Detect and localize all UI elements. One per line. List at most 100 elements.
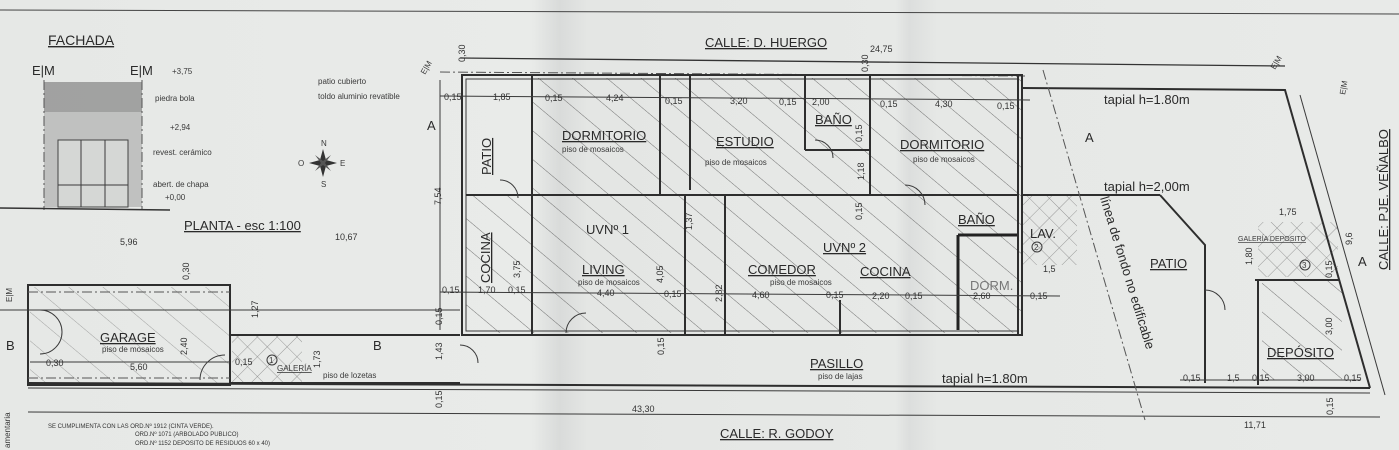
room-cocina-1: COCINA: [478, 232, 493, 283]
section-a-left: A: [427, 118, 436, 133]
em-marker: E|M: [1269, 54, 1284, 71]
dimension-label: 0,15: [854, 202, 864, 220]
room-pasillo: PASILLO: [810, 356, 863, 371]
dimension-label: 2,82: [714, 284, 724, 302]
em-marker-left: E|M: [32, 63, 55, 78]
dimension-label: 0,15: [905, 291, 923, 301]
label: 2: [1034, 243, 1039, 252]
dimension-label: 0,15: [444, 92, 462, 102]
dimension-label: 1,73: [312, 350, 322, 368]
dimension-label: 0,15: [880, 99, 898, 109]
room-dormitorio-2: DORMITORIO: [900, 137, 984, 152]
label: piso de lajas: [818, 372, 862, 381]
label: E: [340, 159, 345, 168]
street-east: CALLE: PJE. VEÑALBO: [1376, 129, 1391, 270]
room-dorm: DORM.: [970, 278, 1013, 293]
dimension-label: 0,15: [779, 97, 797, 107]
dimension-label: 11,71: [1244, 420, 1266, 430]
dimension-label: 0,15: [826, 290, 844, 300]
dimension-label: 3,00: [1297, 373, 1315, 383]
material-ceramic: revest. cerámico: [153, 148, 212, 157]
walls: [439, 71, 1226, 383]
dimension-label: 9,6: [1344, 232, 1354, 245]
patio-cubierto-note: patio cubierto: [318, 77, 367, 86]
compass-rose-icon: N S E O: [298, 139, 345, 189]
facade-window: [57, 139, 129, 208]
fachada-elevation: FACHADA E|M E|M +3,75 piedra bola +2,94 …: [0, 32, 212, 211]
room-galeria-deposito: GALERÍA DEPOSITO: [1238, 234, 1307, 243]
tapial-north: tapial h=1.80m: [1104, 92, 1190, 107]
ordinance-note-3: ORD.Nº 1152 DEPOSITO DE RESIDUOS 60 x 40…: [135, 440, 270, 447]
dimension-label: 1,37: [684, 212, 694, 230]
dimension-label: 0,30: [181, 262, 191, 280]
room-comedor: COMEDOR: [748, 262, 816, 277]
dimension-label: 4,30: [935, 99, 953, 109]
room-patio-left: PATIO: [479, 138, 494, 175]
material-opening: abert. de chapa: [153, 180, 209, 189]
ordinance-note-1: SE CUMPLIMENTA CON LAS ORD.Nº 1912 (CINT…: [48, 423, 214, 430]
tapial-inner: tapial h=2,00m: [1104, 179, 1190, 194]
label: 3: [1302, 261, 1307, 270]
hatch-covered-area: [532, 78, 1022, 333]
fachada-title: FACHADA: [48, 32, 115, 48]
label: piso de mosaicos: [578, 278, 640, 287]
street-south: CALLE: R. GODOY: [720, 426, 834, 441]
dimension-label: 4,40: [597, 288, 615, 298]
dimension-label: 0,15: [1344, 373, 1362, 383]
dimension-label: 3,75: [512, 260, 522, 278]
dimension-label: 0,15: [1252, 373, 1270, 383]
lot-boundary: [27, 69, 1386, 421]
em-marker-right: E|M: [130, 63, 153, 78]
label: piso de mosaicos: [562, 145, 624, 154]
room-galeria: GALERÍA: [277, 364, 312, 373]
label: piso de mosaicos: [705, 158, 767, 167]
dimension-label: 5,96: [120, 237, 138, 247]
dimension-label: 0,30: [860, 54, 870, 72]
dimension-label: 1,75: [1279, 207, 1297, 217]
dimension-label: 2,20: [872, 291, 890, 301]
room-bano-2: BAÑO: [958, 212, 995, 227]
dimension-label: 0,15: [1325, 397, 1335, 415]
dimension-label: 0,15: [545, 93, 563, 103]
dimension-label: 1,5: [1043, 264, 1056, 274]
dimension-label: 0,15: [508, 285, 526, 295]
label-uvn-1: UVNº 1: [586, 222, 629, 237]
dimension-label: 0,15: [997, 101, 1015, 111]
dimension-label: 0,15: [434, 390, 444, 408]
room-deposito: DEPÓSITO: [1267, 345, 1334, 360]
facade-stone-band: [44, 82, 142, 112]
label: S: [321, 180, 326, 189]
room-bano-1: BAÑO: [815, 112, 852, 127]
dimension-label: 0,15: [664, 289, 682, 299]
garage-block: [0, 284, 460, 386]
dimension-label: 43,30: [632, 404, 655, 414]
dimension-label: 0,15: [235, 357, 253, 367]
room-estudio: ESTUDIO: [716, 134, 774, 149]
material-stone: piedra bola: [155, 94, 195, 103]
toldo-note: toldo aluminio revatible: [318, 92, 400, 101]
label-uvn-2: UVNº 2: [823, 240, 866, 255]
dimension-label: 4,60: [752, 290, 770, 300]
street-north: CALLE: D. HUERGO: [705, 35, 827, 50]
level-top: +3,75: [172, 67, 193, 76]
linea-fondo-no-edificable: línea de fondo no edificable: [1097, 194, 1158, 350]
side-margin-note: amentaria: [3, 412, 12, 448]
room-patio-right: PATIO: [1150, 256, 1187, 271]
room-garage: GARAGE: [100, 330, 156, 345]
dimension-label: 0,15: [665, 96, 683, 106]
section-a-right: A: [1358, 254, 1367, 269]
dimension-label: 24,75: [870, 44, 893, 54]
label: O: [298, 159, 304, 168]
level-base: +0,00: [165, 193, 186, 202]
section-b-right: B: [373, 338, 382, 353]
dimension-label: 1,18: [856, 162, 866, 180]
dimension-label: 0,15: [434, 307, 444, 325]
label: piso de mosaicos: [913, 155, 975, 164]
dimension-label: 1,80: [1244, 247, 1254, 265]
label: N: [321, 139, 327, 148]
section-b-left: B: [6, 338, 15, 353]
label: piso de mosaicos: [770, 278, 832, 287]
dimension-label: 0,30: [46, 358, 64, 368]
